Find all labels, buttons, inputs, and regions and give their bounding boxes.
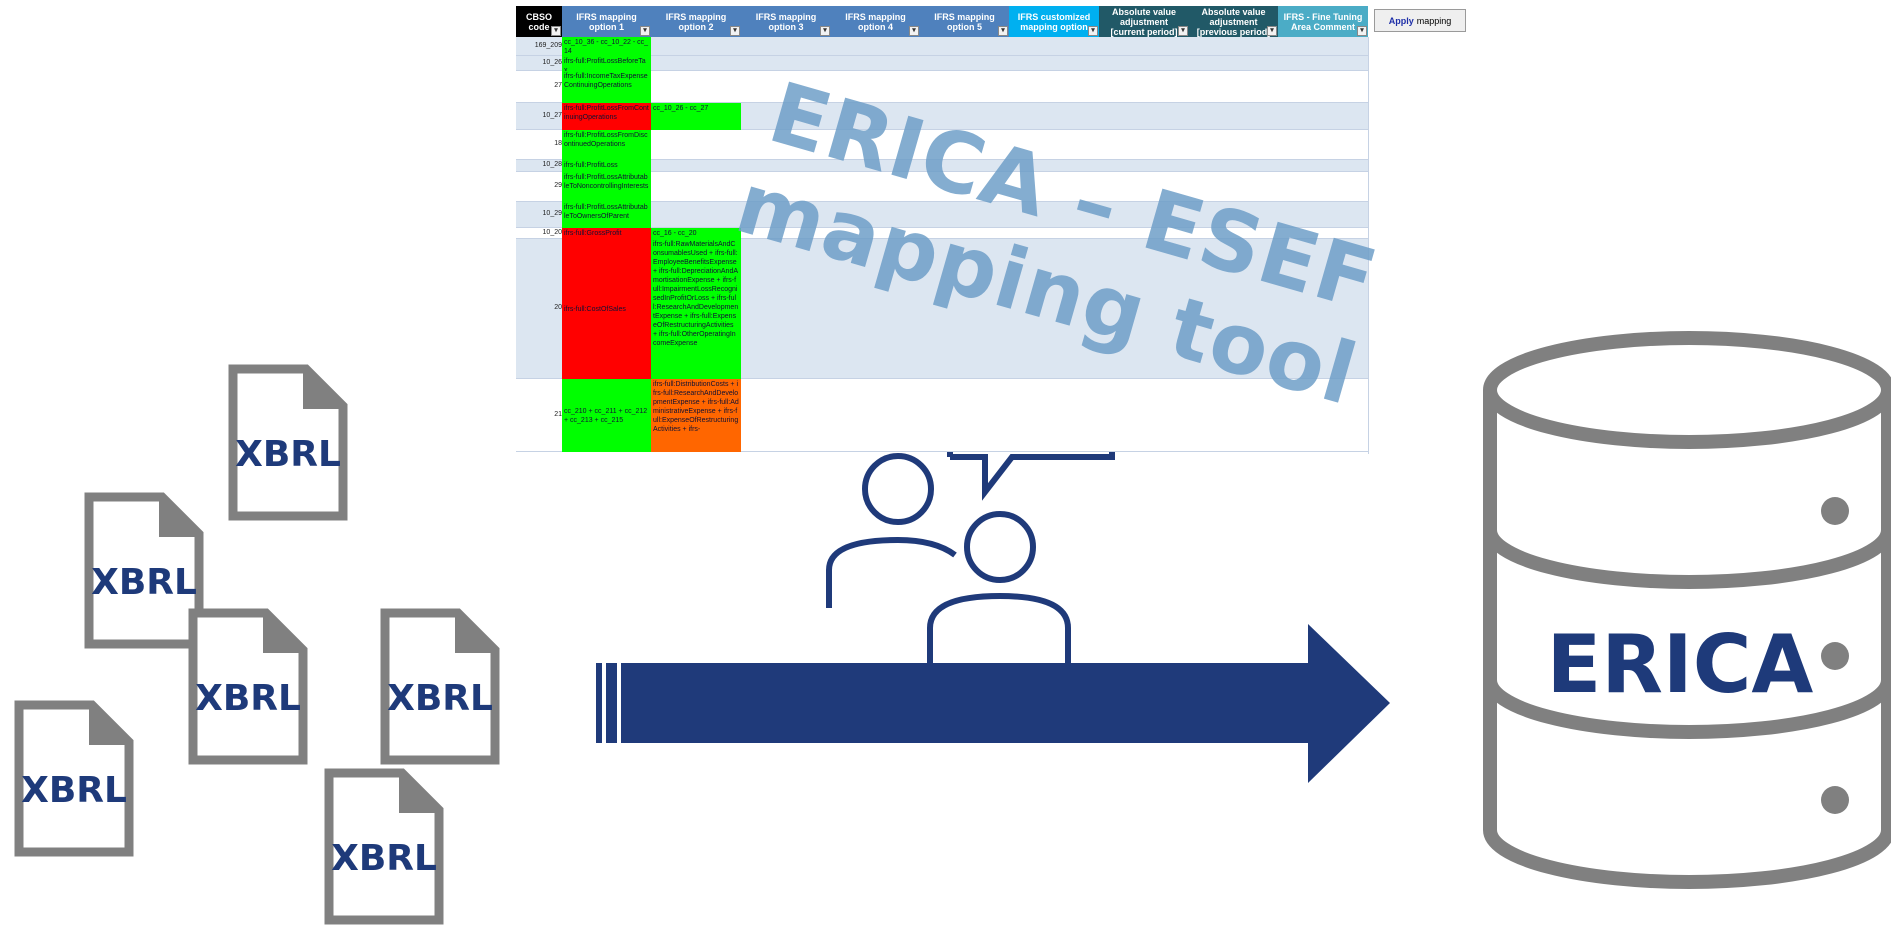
xbrl-label: XBRL xyxy=(91,562,197,603)
column-header: CBSO code▾ xyxy=(516,6,562,37)
arrow-tail-stripe-2 xyxy=(606,663,617,743)
xbrl-document-icon: XBRL xyxy=(324,768,444,925)
column-header: IFRS mapping option 4▾ xyxy=(831,6,920,37)
column-header-label: Absolute value adjustment [previous peri… xyxy=(1196,6,1271,37)
filter-dropdown-icon[interactable]: ▾ xyxy=(730,26,740,36)
xbrl-document-icon: XBRL xyxy=(380,608,500,765)
cbso-code-cell: 10_26 xyxy=(542,58,562,66)
filter-dropdown-icon[interactable]: ▾ xyxy=(1088,26,1098,36)
cbso-code-cell: 10_27 xyxy=(542,111,562,119)
column-header-label: IFRS mapping option 2 xyxy=(665,11,727,32)
cbso-code-cell: 10_20 xyxy=(542,229,562,236)
arrow-tail-stripe-1 xyxy=(596,663,602,743)
column-header: IFRS mapping option 5▾ xyxy=(920,6,1009,37)
db-indicator-1 xyxy=(1821,497,1849,525)
mapping-option-2-cell[interactable]: cc_10_26 - cc_27 xyxy=(651,103,741,130)
filter-dropdown-icon[interactable]: ▾ xyxy=(998,26,1008,36)
mapping-option-1-cell[interactable]: ifrs-full:IncomeTaxExpenseContinuingOper… xyxy=(562,71,651,103)
column-header: IFRS customized mapping option▾ xyxy=(1009,6,1099,37)
xbrl-document-icon: XBRL xyxy=(188,608,308,765)
column-header-label: CBSO code xyxy=(525,11,552,32)
xbrl-document-icon: XBRL xyxy=(228,364,348,521)
xbrl-document-icon: XBRL xyxy=(84,492,204,649)
mapping-label: mapping xyxy=(1416,15,1452,26)
filter-dropdown-icon[interactable]: ▾ xyxy=(1267,26,1277,36)
column-header-label: Absolute value adjustment [current perio… xyxy=(1110,6,1178,37)
column-header-label: IFRS customized mapping option xyxy=(1017,11,1091,32)
mapping-option-2-cell[interactable]: ifrs-full:DistributionCosts + ifrs-full:… xyxy=(651,379,741,452)
database-label: ERICA xyxy=(1546,618,1814,711)
filter-dropdown-icon[interactable]: ▾ xyxy=(551,26,561,36)
people-icon xyxy=(826,452,1115,663)
cbso-code-cell: 21 xyxy=(554,410,562,418)
database-icon xyxy=(1483,331,1891,889)
column-header-label: IFRS mapping option 4 xyxy=(845,11,906,32)
xbrl-document-icon: XBRL xyxy=(14,700,134,857)
mapping-option-1-cell[interactable]: ifrs-full:ProfitLossAttributableToOwners… xyxy=(562,202,651,228)
filter-dropdown-icon[interactable]: ▾ xyxy=(1357,26,1367,36)
column-header-label: IFRS mapping option 5 xyxy=(934,11,995,32)
cbso-code-cell: 169_209 xyxy=(534,41,562,49)
column-header-label: IFRS mapping option 1 xyxy=(576,11,637,32)
mapping-option-2-cell[interactable]: cc_16 - cc_20 xyxy=(651,228,741,239)
xbrl-label: XBRL xyxy=(21,770,127,811)
mapping-option-1-cell[interactable]: ifrs-full:ProfitLossFromContinuingOperat… xyxy=(562,103,651,130)
filter-dropdown-icon[interactable]: ▾ xyxy=(820,26,830,36)
filter-dropdown-icon[interactable]: ▾ xyxy=(1178,26,1188,36)
column-header-label: IFRS mapping option 3 xyxy=(755,11,817,32)
column-header-label: IFRS - Fine Tuning Area Comment xyxy=(1283,11,1363,32)
mapping-option-1-cell[interactable]: ifrs-full:ProfitLossFromDiscontinuedOper… xyxy=(562,130,651,160)
mapping-option-1-cell[interactable]: ifrs-full:GrossProfit xyxy=(562,228,651,239)
mapping-option-1-cell[interactable]: ifrs-full:CostOfSales xyxy=(562,239,651,379)
mapping-spreadsheet: Apply mapping CBSO code▾IFRS mapping opt… xyxy=(516,6,1468,454)
filter-dropdown-icon[interactable]: ▾ xyxy=(909,26,919,36)
flow-arrow xyxy=(596,624,1390,783)
cbso-code-cell: 18 xyxy=(554,140,562,147)
cbso-code-cell: 10_29 xyxy=(542,210,562,217)
cbso-code-cell: 20 xyxy=(554,304,562,311)
column-header: IFRS mapping option 2▾ xyxy=(651,6,741,37)
column-header: Absolute value adjustment [previous peri… xyxy=(1189,6,1278,37)
column-header: IFRS mapping option 1▾ xyxy=(562,6,651,37)
cbso-code-cell: 10_28 xyxy=(542,161,562,168)
column-header: Absolute value adjustment [current perio… xyxy=(1099,6,1189,37)
mapping-option-2-cell[interactable]: ifrs-full:RawMaterialsAndConsumablesUsed… xyxy=(651,239,741,379)
mapping-option-1-cell[interactable]: ifrs-full:ProfitLossBeforeTax xyxy=(562,56,651,71)
apply-label: Apply xyxy=(1388,15,1414,26)
mapping-option-1-cell[interactable]: cc_10_36 - cc_10_22 - cc_14 xyxy=(562,37,651,56)
xbrl-label: XBRL xyxy=(331,838,437,879)
filter-dropdown-icon[interactable]: ▾ xyxy=(640,26,650,36)
arrow-body xyxy=(621,624,1390,783)
column-header: IFRS - Fine Tuning Area Comment▾ xyxy=(1278,6,1368,37)
mapping-option-1-cell[interactable]: ifrs-full:ProfitLossAttributableToNoncon… xyxy=(562,172,651,202)
xbrl-label: XBRL xyxy=(195,678,301,719)
mapping-option-1-cell[interactable]: cc_210 + cc_211 + cc_212 + cc_213 + cc_2… xyxy=(562,379,651,452)
column-header: IFRS mapping option 3▾ xyxy=(741,6,831,37)
cbso-code-cell: 27 xyxy=(554,82,562,89)
mapping-option-1-cell[interactable]: ifrs-full:ProfitLoss xyxy=(562,160,651,172)
apply-mapping-button[interactable]: Apply mapping xyxy=(1374,9,1466,32)
sheet-border xyxy=(1368,37,1369,454)
cbso-code-cell: 29 xyxy=(554,182,562,189)
xbrl-label: XBRL xyxy=(235,434,341,475)
db-indicator-3 xyxy=(1821,786,1849,814)
xbrl-label: XBRL xyxy=(387,678,493,719)
